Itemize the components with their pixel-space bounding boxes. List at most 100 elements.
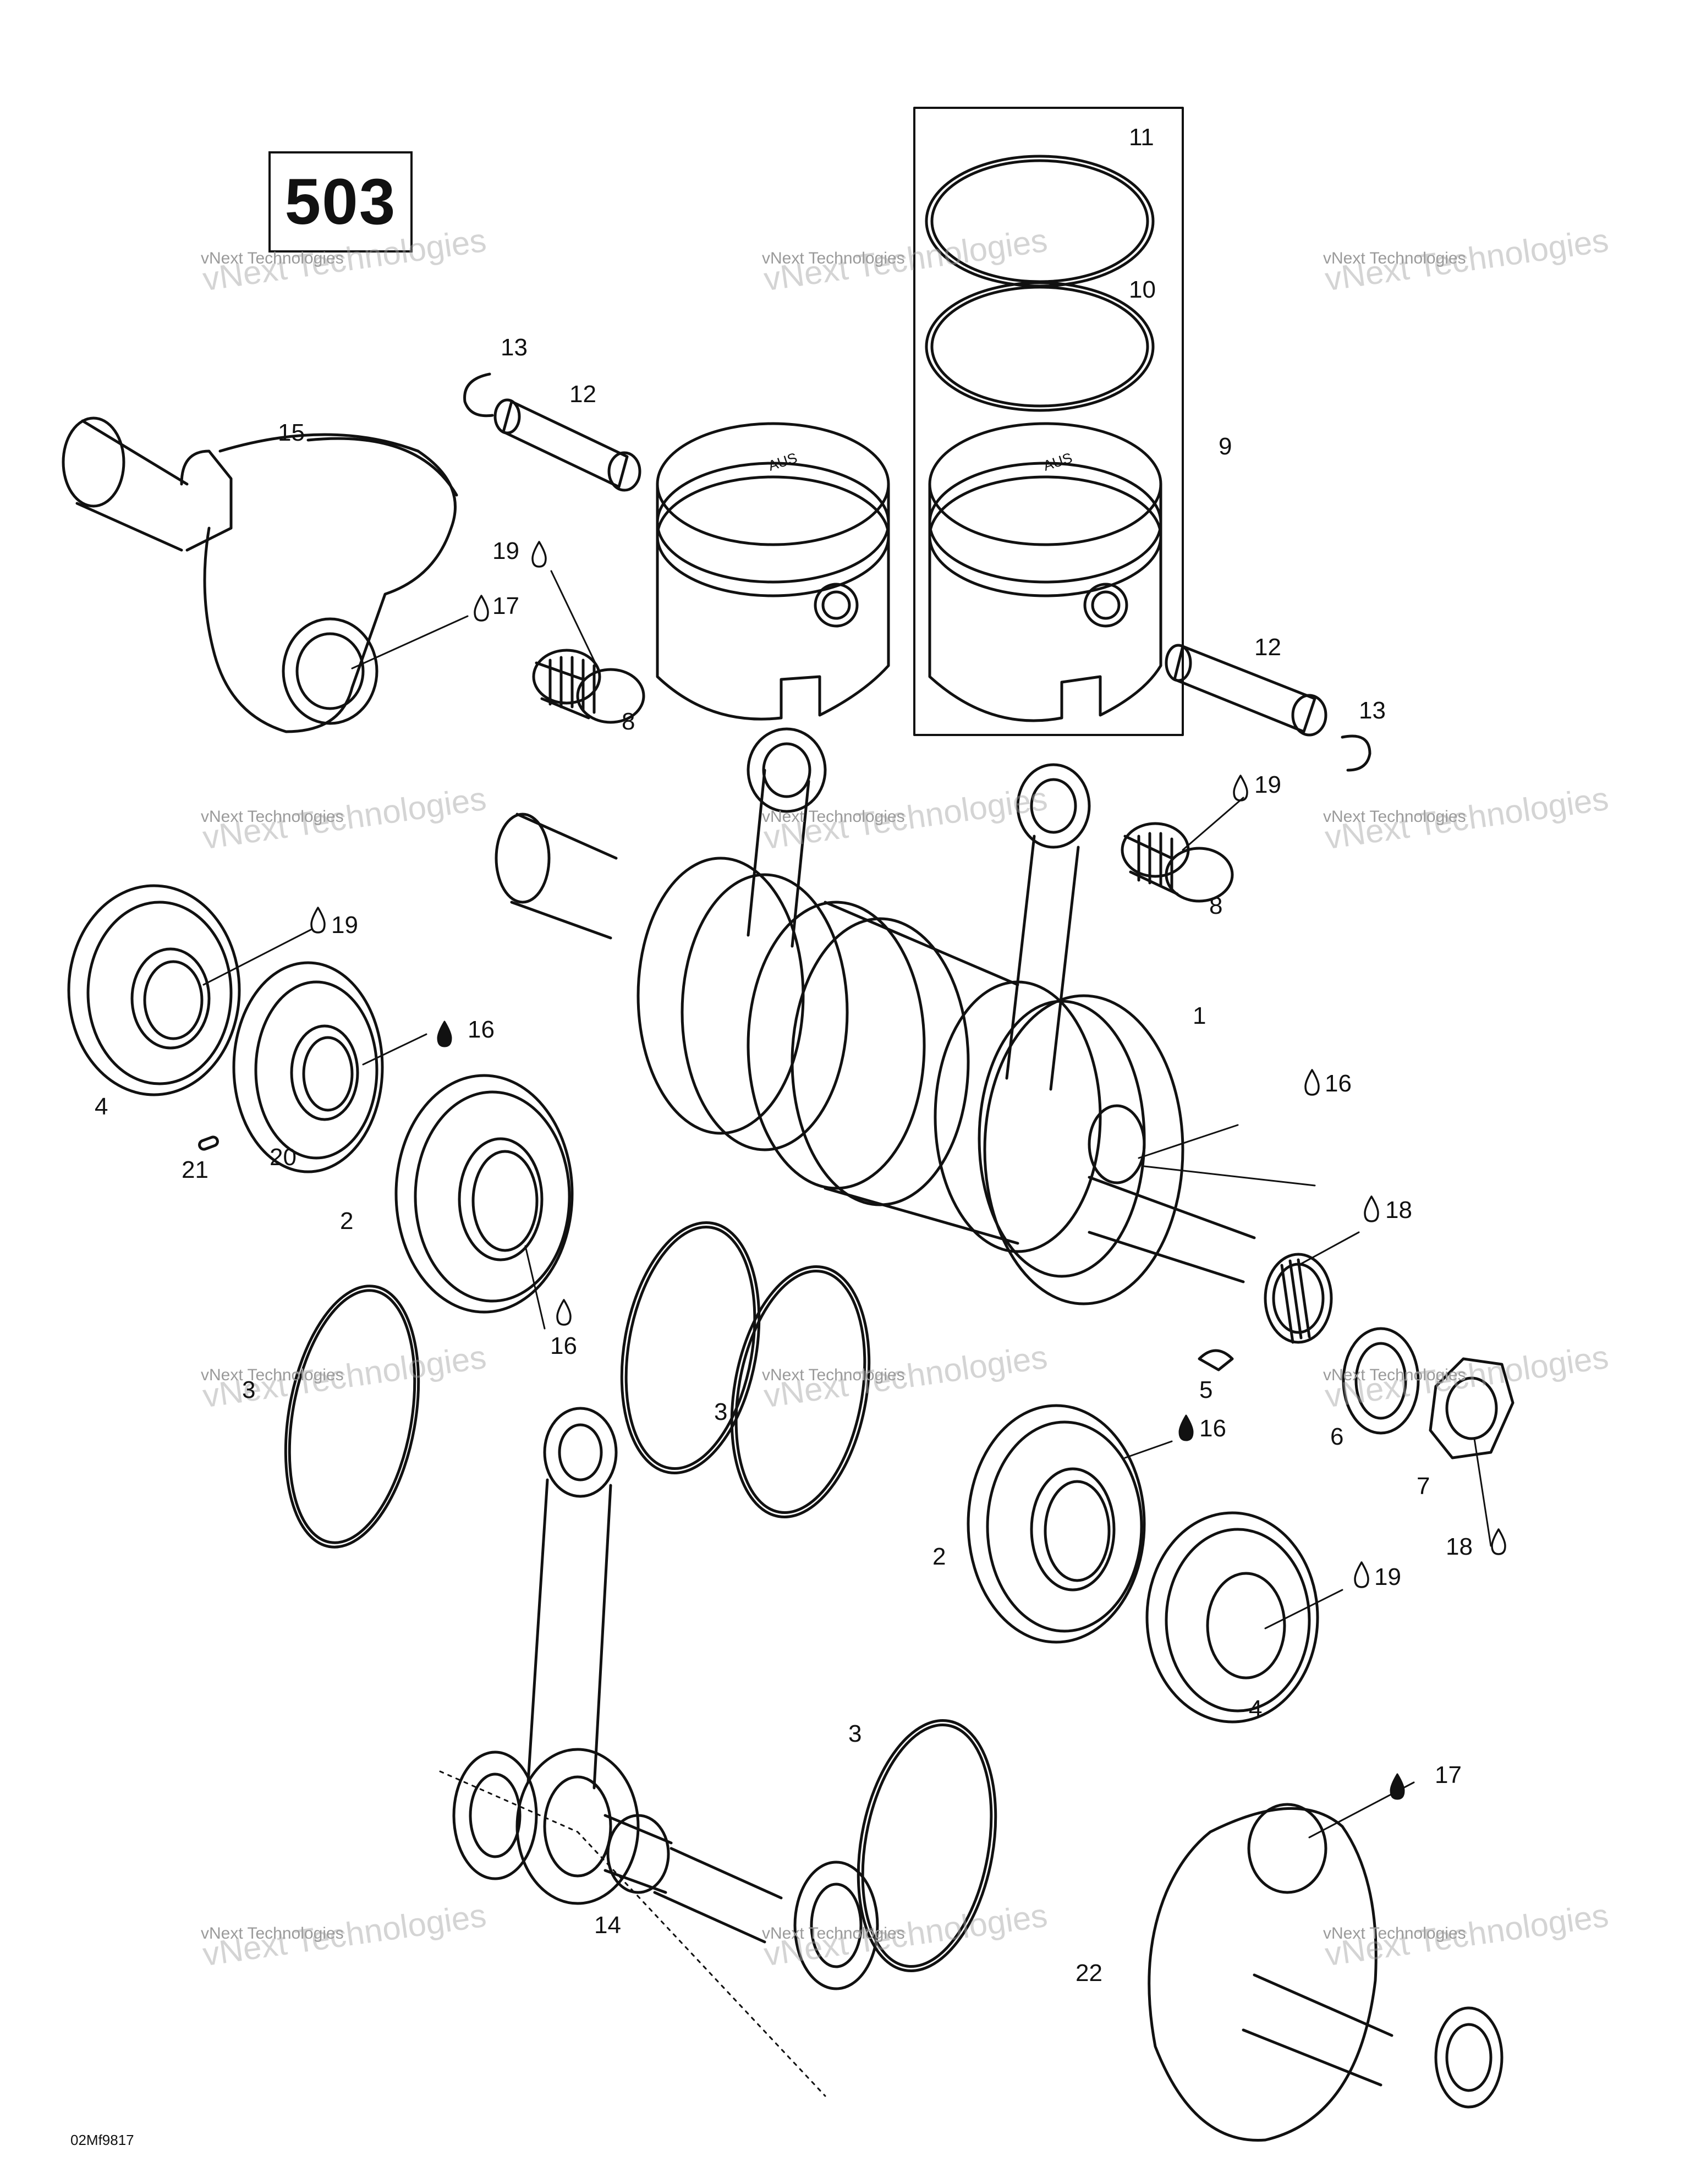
callout-3: 3 [242, 1376, 256, 1403]
callout-9: 9 [1219, 433, 1232, 460]
callout-19: 19 [1254, 771, 1281, 798]
callout-12: 12 [569, 381, 596, 408]
wrist-pin-top [493, 398, 641, 492]
drop-18a [1364, 1195, 1379, 1222]
callout-15: 15 [278, 419, 305, 446]
callout-22: 22 [1076, 1960, 1102, 1987]
svg-text:AUS: AUS [1041, 449, 1074, 474]
callout-19: 19 [1374, 1563, 1401, 1590]
wrist-pin-right [1165, 644, 1327, 737]
drop-16a [437, 1020, 452, 1047]
nut-7 [1429, 1357, 1515, 1459]
needle-bearing-right [1121, 822, 1234, 903]
callout-16: 16 [1325, 1070, 1352, 1097]
piston-ring-10 [925, 281, 1155, 412]
drop-16b [1304, 1069, 1320, 1096]
o-ring-3-bottom-inner [861, 1724, 993, 1968]
oil-seal-right [1145, 1511, 1319, 1724]
drop-19d [1354, 1561, 1369, 1588]
o-ring-3-left [284, 1285, 420, 1549]
callout-19: 19 [331, 912, 358, 939]
crank-half-22 [1148, 1803, 1504, 2142]
callout-10: 10 [1129, 276, 1156, 303]
callout-16: 16 [468, 1016, 495, 1043]
figure-code: 02Mf9817 [70, 2132, 134, 2148]
ball-bearing-20 [232, 961, 384, 1173]
connecting-rod-kit-14 [439, 1407, 879, 2097]
callout-3: 3 [714, 1398, 728, 1425]
callout-18: 18 [1446, 1533, 1473, 1560]
oil-seal-left [67, 884, 241, 1096]
crank-half-15 [62, 416, 458, 733]
o-ring-3-mid-b-inner [734, 1270, 866, 1514]
callout-5: 5 [1199, 1376, 1213, 1403]
drop-17a [474, 595, 489, 622]
needle-bearing-top [532, 649, 645, 724]
drop-19a [531, 541, 547, 568]
callout-2: 2 [340, 1208, 354, 1234]
o-ring-3-left-inner [288, 1289, 416, 1544]
callout-21: 21 [182, 1156, 208, 1183]
callout-17: 17 [1435, 1762, 1462, 1788]
ball-bearing-2-right [967, 1404, 1146, 1644]
drop-17b [1390, 1773, 1405, 1800]
o-ring-3-bottom [857, 1719, 997, 1972]
callout-20: 20 [270, 1144, 297, 1171]
model-number-box: 503 [268, 151, 413, 253]
callout-7: 7 [1417, 1473, 1430, 1500]
o-ring-3-mid-a [620, 1221, 761, 1474]
callout-17: 17 [492, 592, 519, 619]
callout-8: 8 [1209, 892, 1223, 919]
drop-19b [1233, 775, 1248, 802]
callout-16: 16 [550, 1332, 577, 1359]
callout-18: 18 [1385, 1197, 1412, 1223]
callout-13: 13 [501, 334, 528, 361]
model-number: 503 [284, 166, 397, 238]
crankshaft-assembly [495, 727, 1333, 1344]
woodruff-key-5 [1198, 1349, 1234, 1371]
circlip-top [463, 372, 494, 418]
svg-text:AUS: AUS [766, 449, 799, 474]
drop-19c [310, 907, 326, 934]
circlip-right [1341, 734, 1371, 772]
ball-bearing-2-left [394, 1074, 574, 1314]
callout-11: 11 [1129, 124, 1154, 151]
drop-18b [1491, 1528, 1506, 1555]
callout-13: 13 [1359, 697, 1386, 724]
piston-boxed: AUS [928, 422, 1162, 722]
o-ring-3-mid-b [730, 1265, 871, 1518]
callout-19: 19 [492, 537, 519, 564]
callout-14: 14 [594, 1912, 621, 1939]
callout-1: 1 [1193, 1002, 1206, 1029]
callout-16: 16 [1199, 1415, 1226, 1442]
callout-4: 4 [1249, 1695, 1263, 1722]
callout-6: 6 [1330, 1423, 1344, 1450]
o-ring-3-mid-a-inner [624, 1226, 756, 1470]
ring-kit-box [913, 107, 1184, 736]
callout-8: 8 [622, 708, 635, 735]
callout-12: 12 [1254, 634, 1281, 661]
drop-16c [556, 1299, 572, 1326]
grease-drop-icons [437, 1020, 1405, 1800]
drop-16d [1178, 1414, 1194, 1441]
pin-21 [198, 1135, 219, 1151]
callout-4: 4 [95, 1093, 108, 1120]
piston-left: AUS [656, 422, 890, 721]
callout-2: 2 [932, 1543, 946, 1570]
lock-washer-6 [1342, 1327, 1420, 1435]
callout-3: 3 [848, 1720, 862, 1747]
